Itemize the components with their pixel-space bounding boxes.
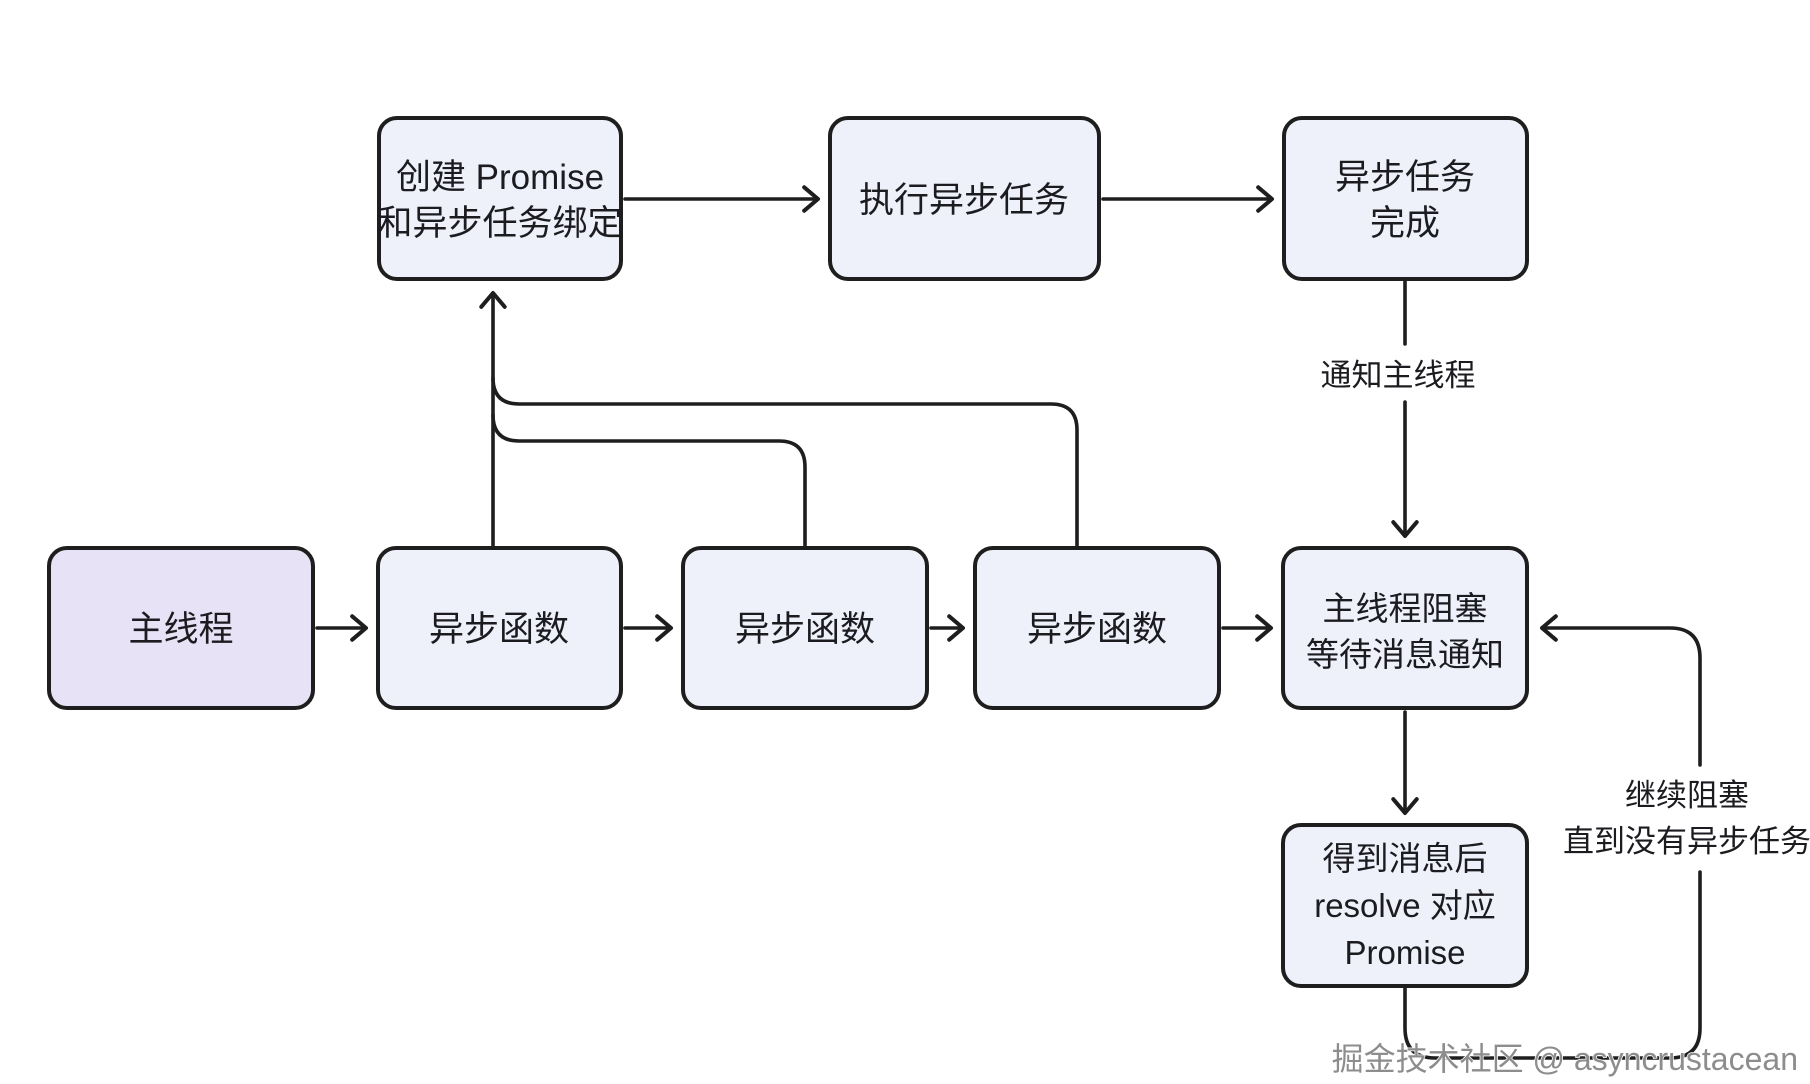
label-continue-block-1: 继续阻塞: [1625, 778, 1749, 813]
node-async-fn-3: 异步函数: [973, 546, 1221, 710]
node-main-thread-blocked-label-2: 等待消息通知: [1306, 636, 1504, 673]
node-async-task-done-box: [1282, 116, 1529, 281]
label-notify-main-thread: 通知主线程: [1321, 358, 1476, 393]
node-main-thread-label: 主线程: [128, 610, 233, 649]
node-async-task-done-label-1: 异步任务: [1335, 158, 1475, 197]
node-async-task-done: 异步任务 完成: [1282, 116, 1529, 281]
node-async-fn-2: 异步函数: [681, 546, 929, 710]
edge-fn3-merge: [491, 376, 1079, 547]
node-resolve-promise-label-3: Promise: [1344, 934, 1465, 971]
label-continue-block-2: 直到没有异步任务: [1563, 824, 1810, 859]
node-async-fn-2-label: 异步函数: [735, 610, 875, 649]
node-async-fn-1-label: 异步函数: [429, 610, 569, 649]
node-main-thread-blocked-box: [1281, 546, 1529, 710]
node-async-fn-3-label: 异步函数: [1027, 610, 1167, 649]
node-execute-async-task-label: 执行异步任务: [859, 181, 1069, 220]
watermark-text: 掘金技术社区 @ asyncrustacean: [1332, 1041, 1798, 1077]
node-resolve-promise-box: [1281, 823, 1529, 988]
node-create-promise: 创建 Promise 和异步任务绑定: [377, 116, 623, 281]
node-async-fn-3-box: [973, 546, 1221, 710]
node-create-promise-box: [377, 116, 623, 281]
edge-fn2-merge: [491, 413, 807, 547]
node-main-thread-blocked: 主线程阻塞 等待消息通知: [1281, 546, 1529, 710]
node-main-thread: 主线程: [47, 546, 315, 710]
node-async-fn-1: 异步函数: [376, 546, 623, 710]
node-execute-async-task-box: [828, 116, 1101, 281]
node-async-fn-1-box: [376, 546, 623, 710]
node-execute-async-task: 执行异步任务: [828, 116, 1101, 281]
node-resolve-promise: 得到消息后 resolve 对应 Promise: [1281, 823, 1529, 988]
node-create-promise-label-1: 创建 Promise: [396, 158, 604, 197]
node-resolve-promise-label-1: 得到消息后: [1323, 840, 1488, 877]
node-main-thread-blocked-label-1: 主线程阻塞: [1323, 590, 1488, 627]
node-main-thread-box: [47, 546, 315, 710]
node-async-task-done-label-2: 完成: [1370, 204, 1440, 243]
edge-loop-bottom-segment: [1403, 870, 1702, 1060]
edge-loop-top-segment: [1539, 614, 1702, 767]
node-resolve-promise-label-2: resolve 对应: [1314, 887, 1496, 924]
node-async-fn-2-box: [681, 546, 929, 710]
node-create-promise-label-2: 和异步任务绑定: [377, 204, 622, 243]
